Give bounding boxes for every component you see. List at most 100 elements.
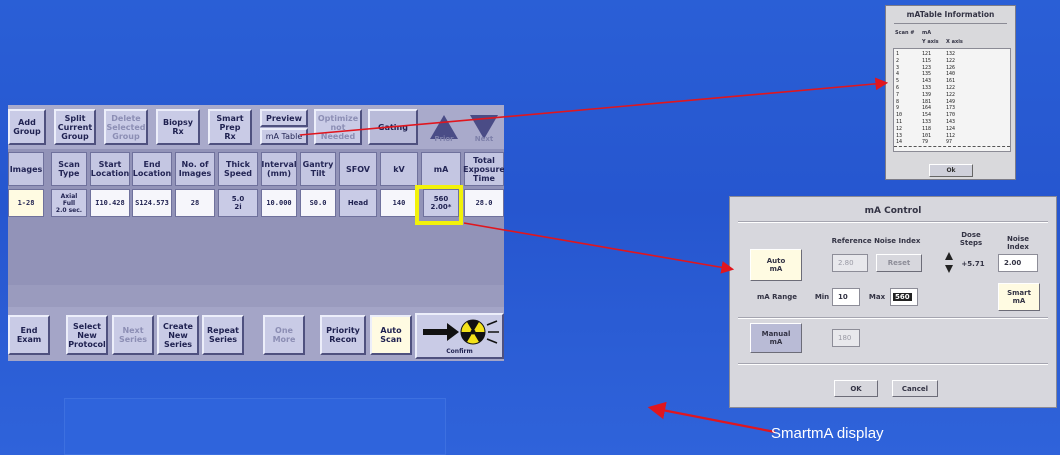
table-row: 8 181 149: [894, 99, 1010, 105]
value-sfov[interactable]: Head: [339, 189, 377, 217]
arrow-to-smart-ma-display: [647, 401, 776, 434]
dose-steps-label: Dose Steps: [959, 231, 983, 247]
y-axis-cell: 101: [922, 132, 932, 139]
y-axis-cell: 133: [922, 85, 932, 91]
auto-ma-button[interactable]: Auto mA: [750, 249, 802, 281]
x-axis-cell: 140: [946, 71, 956, 78]
create-new-series-button[interactable]: Create New Series: [157, 315, 199, 355]
dose-steps-stepper-icon[interactable]: [944, 251, 954, 275]
next-label: Next: [474, 135, 494, 143]
header-start-location: Start Location: [90, 152, 130, 186]
x-axis-cell: 161: [946, 78, 956, 85]
reset-button[interactable]: Reset: [876, 254, 922, 272]
scan-number-cell: 3: [896, 64, 900, 71]
scan-number-cell: 2: [896, 57, 900, 64]
y-axis-cell: 143: [922, 78, 932, 85]
ma-table-button[interactable]: mA Table: [260, 128, 308, 145]
optimize-button[interactable]: Optimize not Needed: [314, 109, 362, 145]
scan-number-cell: 1: [896, 51, 900, 57]
add-group-button[interactable]: Add Group: [8, 109, 46, 145]
reference-noise-label: Reference Noise Index: [831, 237, 921, 245]
manual-ma-button[interactable]: Manual mA: [750, 323, 802, 353]
ok-button[interactable]: OK: [834, 380, 878, 397]
scan-number-cell: 4: [896, 71, 900, 78]
min-ma-field[interactable]: 10: [832, 288, 860, 306]
smart-ma-button[interactable]: Smart mA: [998, 283, 1040, 311]
table-row: 5 143 161: [894, 78, 1010, 84]
ma-table-window: mATable Information Scan # mA Y axis X a…: [885, 5, 1016, 180]
value-gantry-tilt[interactable]: S0.0: [300, 189, 336, 217]
y-axis-cell: 181: [922, 98, 932, 105]
auto-scan-button[interactable]: Auto Scan: [370, 315, 412, 355]
repeat-series-button[interactable]: Repeat Series: [202, 315, 244, 355]
scan-number-cell: 5: [896, 78, 900, 85]
arrow-to-ma-table: [299, 77, 889, 136]
scan-number-cell: 14: [896, 139, 903, 146]
max-label: Max: [868, 293, 886, 301]
table-row: 4 135 140: [894, 71, 1010, 77]
x-axis-cell: 122: [946, 85, 956, 91]
header-kv: kV: [380, 152, 418, 186]
value-ma[interactable]: 560 2.00*: [423, 189, 459, 217]
smart-prep-rx-button[interactable]: Smart Prep Rx: [208, 109, 252, 145]
next-button[interactable]: Next: [466, 109, 502, 145]
priority-recon-button[interactable]: Priority Recon: [320, 315, 366, 355]
x-axis-cell: 149: [946, 98, 956, 105]
value-interval[interactable]: 10.000: [261, 189, 297, 217]
y-axis-cell: 164: [922, 105, 932, 112]
ma-table-ok-button[interactable]: Ok: [929, 164, 973, 177]
table-row: 11 133 143: [894, 119, 1010, 125]
value-thick-speed[interactable]: 5.0 2i: [218, 189, 258, 217]
scan-number-cell: 11: [896, 119, 903, 125]
cancel-button[interactable]: Cancel: [892, 380, 938, 397]
manual-ma-field[interactable]: 180: [832, 329, 860, 347]
scan-number-cell: 13: [896, 132, 903, 139]
value-no-of-images[interactable]: 28: [175, 189, 215, 217]
value-end-location[interactable]: S124.573: [132, 189, 172, 217]
x-axis-cell: 122: [946, 91, 956, 98]
title-divider: [738, 221, 1048, 223]
scan-number-cell: 10: [896, 112, 903, 119]
reference-noise-field[interactable]: 2.80: [832, 254, 868, 272]
ma-range-label: mA Range: [756, 293, 797, 301]
one-more-button[interactable]: One More: [263, 315, 305, 355]
x-axis-cell: 122: [946, 57, 956, 64]
noise-index-label: Noise Index: [1007, 235, 1029, 251]
next-series-button[interactable]: Next Series: [112, 315, 154, 355]
max-ma-field[interactable]: 560: [890, 288, 918, 306]
prior-button[interactable]: Prior: [426, 109, 462, 145]
biopsy-rx-button[interactable]: Biopsy Rx: [156, 109, 200, 145]
up-arrow-icon: [430, 115, 458, 139]
y-axis-cell: 133: [922, 119, 932, 125]
y-axis-cell: 135: [922, 71, 932, 78]
delete-selected-group-button[interactable]: Delete Selected Group: [104, 109, 148, 145]
col-y-axis: Y axis: [922, 39, 939, 45]
scan-number-cell: 8: [896, 98, 900, 105]
value-start-location[interactable]: I10.428: [90, 189, 130, 217]
noise-index-field[interactable]: 2.00: [998, 254, 1038, 272]
x-axis-cell: 143: [946, 119, 956, 125]
arrow-to-ma-control: [463, 222, 735, 274]
ma-table-title: mATable Information: [906, 10, 995, 19]
scan-number-cell: 9: [896, 105, 900, 112]
split-current-group-button[interactable]: Split Current Group: [54, 109, 96, 145]
max-ma-value: 560: [893, 293, 912, 301]
down-arrow-icon: [470, 115, 498, 139]
select-new-protocol-button[interactable]: Select New Protocol: [66, 315, 108, 355]
preview-button[interactable]: Preview: [260, 109, 308, 127]
value-scan-type[interactable]: Axial Full 2.0 sec.: [51, 189, 87, 217]
confirm-button[interactable]: Confirm: [415, 313, 504, 359]
end-exam-button[interactable]: End Exam: [8, 315, 50, 355]
header-images: Images: [8, 152, 44, 186]
value-kv[interactable]: 140: [380, 189, 418, 217]
value-images[interactable]: 1-28: [8, 189, 44, 217]
